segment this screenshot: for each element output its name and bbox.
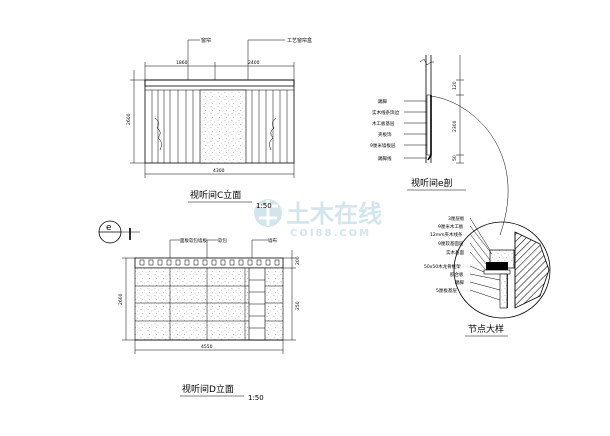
dim-c-side: 2600 [126,113,132,125]
dim-e-1: 120 [452,81,458,90]
label-detail-6: 50x50木龙骨框架 [424,263,461,270]
watermark: 土木在线 COI88.COM [254,199,382,239]
label-c-curtain: 窗帘 [201,37,211,44]
elevation-d: e 面板软包墙板 软包 墙布 [98,220,301,402]
watermark-domain: COI88.COM [290,228,371,239]
scale-elevation-d: 1:50 [248,394,264,402]
detail-wall [514,231,550,309]
section-e: 120 2300 50 踢脚 实木线条饰边 木工板基层 夹板饰 9厘米墙板层 踢… [370,55,509,236]
curtain-left [151,90,194,163]
title-elevation-d: 视听间D立面 [182,383,234,395]
label-d-panel: 面板软包墙板 [180,237,207,244]
dim-c-bottom: 4300 [213,168,225,174]
section-marker-label: e [106,223,112,233]
title-elevation-c: 视听间C立面 [190,189,241,201]
label-e-5: 9厘米墙板层 [370,142,396,149]
dim-d-right-2: 250 [295,301,301,310]
dim-d-bottom: 4550 [201,344,213,350]
label-detail-7: 胶合板 [450,271,464,278]
dim-d-side: 2600 [118,293,124,305]
label-detail-5: 实木基面 [446,249,464,256]
label-c-curtain-box: 工艺窗帘盒 [287,37,312,44]
dim-e-2: 2300 [452,120,458,132]
label-e-6: 踢脚线 [378,155,392,162]
curtain-right [251,90,288,163]
dim-d-right-1: 200 [295,256,301,265]
dim-c-top-right: 2400 [248,60,260,66]
label-d-softpack: 软包 [218,237,227,244]
label-detail-1: 3厘层板 [448,215,465,222]
label-e-3: 木工板基层 [372,120,395,127]
trim-band [139,259,280,266]
label-d-wallcloth: 墙布 [268,237,277,244]
dim-c-top-left: 1860 [176,60,188,66]
scale-elevation-c: 1:50 [256,202,272,210]
node-detail: 3厘层板 9厘米木工板 12mm夹木线条 9厘软基面层 实木基面 50x50木龙… [424,215,551,337]
dim-e-3: 50 [452,155,458,161]
section-marker-e: e [98,220,140,244]
detail-leaders [469,217,501,301]
label-detail-4: 9厘软基面层 [438,240,464,247]
watermark-text: 土木在线 [286,200,382,228]
label-detail-9: 5厘板基层 [436,287,457,294]
label-detail-3: 12mm夹木线条 [430,231,463,238]
title-section-e: 视听间e剖 [411,177,453,189]
label-e-2: 实木线条饰边 [372,109,399,116]
watermark-logo-icon [254,199,282,227]
label-e-4: 夹板饰 [378,131,392,138]
title-node-detail: 节点大样 [468,323,504,335]
elevation-c: 1860 2400 窗帘 工艺窗帘盒 [126,37,312,210]
label-detail-8: 踢脚 [455,279,464,286]
label-detail-2: 9厘米木工板 [438,223,464,230]
label-e-1: 踢脚 [378,98,387,105]
